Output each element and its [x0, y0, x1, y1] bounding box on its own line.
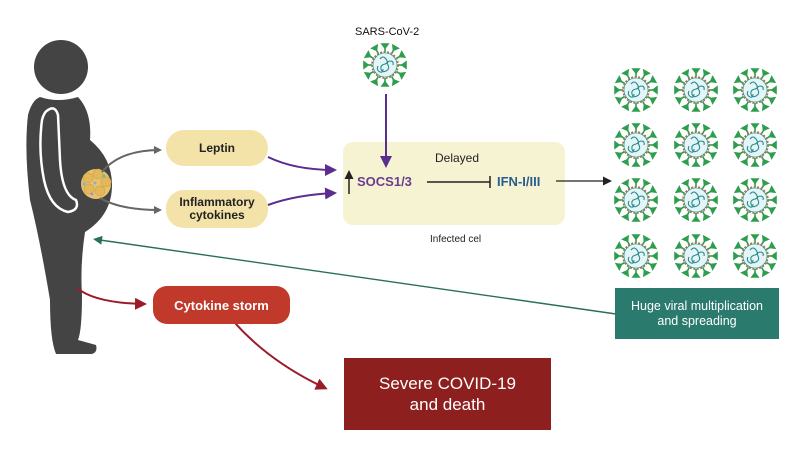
- pregnant-person-icon: [26, 40, 112, 354]
- arrow-adipose-to-leptin: [101, 146, 162, 173]
- inflammatory-cytokines-label: Inflammatory cytokines: [179, 195, 255, 222]
- virus-particle-icon: [734, 124, 776, 166]
- virus-particle-icon: [734, 179, 776, 221]
- cytokine-storm-label: Cytokine storm: [174, 297, 269, 313]
- leptin-label: Leptin: [199, 140, 235, 155]
- virus-particle-icon: [675, 179, 717, 221]
- arrow-viral-to-person: [93, 235, 617, 315]
- cytokine-storm-node: Cytokine storm: [153, 286, 290, 324]
- severe-covid-box: Severe COVID-19 and death: [344, 358, 551, 430]
- ifn-label: IFN-I/III: [497, 174, 541, 189]
- arrow-leptin-to-socs: [267, 156, 337, 176]
- arrow-cytokines-to-socs: [267, 187, 337, 206]
- severe-covid-label: Severe COVID-19 and death: [379, 374, 516, 414]
- virus-particle-icon: [615, 179, 657, 221]
- virus-particle-icon: [615, 235, 657, 277]
- infected-cell-box: [343, 142, 565, 225]
- virus-particle-icon: [675, 235, 717, 277]
- virus-particle-icon: [615, 69, 657, 111]
- leptin-node: Leptin: [166, 130, 268, 166]
- infected-cell-label: Infected cel: [430, 234, 482, 245]
- arrow-adipose-to-cytokines: [99, 197, 162, 214]
- virus-particle-icon: [615, 124, 657, 166]
- virus-particle-icon: [734, 235, 776, 277]
- sars-cov-2-virus-icon: [364, 44, 406, 86]
- viral-multiplication-box: Huge viral multiplication and spreading: [615, 288, 779, 339]
- socs-label: SOCS1/3: [357, 174, 412, 189]
- virus-grid: [615, 69, 776, 277]
- viral-multiplication-label: Huge viral multiplication and spreading: [630, 298, 763, 328]
- virus-label: SARS-CoV-2: [355, 26, 420, 38]
- virus-particle-icon: [675, 124, 717, 166]
- inflammatory-cytokines-node: Inflammatory cytokines: [166, 190, 268, 228]
- arrow-storm-to-severe: [234, 322, 328, 390]
- delayed-label: Delayed: [435, 151, 480, 165]
- adipose-tissue-icon: [81, 168, 112, 199]
- arrow-person-to-cytokine-storm: [76, 287, 147, 310]
- virus-particle-icon: [734, 69, 776, 111]
- virus-particle-icon: [675, 69, 717, 111]
